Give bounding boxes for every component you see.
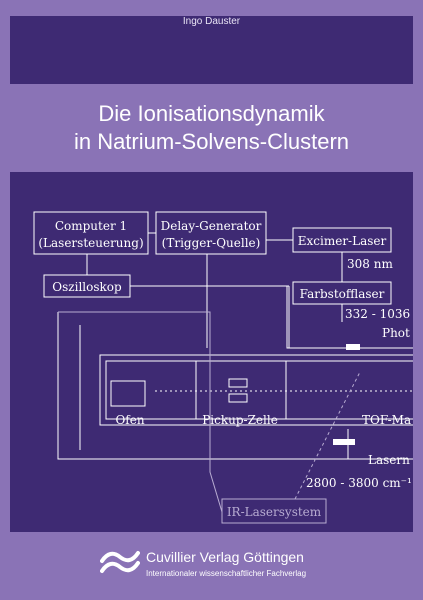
setup-diagram: Computer 1 (Lasersteuerung) Delay-Genera… — [10, 172, 413, 532]
ofen-label: Ofen — [115, 413, 144, 427]
oszilloskop-label: Oszilloskop — [52, 280, 122, 294]
photodiode-mark — [346, 344, 360, 350]
pickup-label: Pickup-Zelle — [202, 413, 278, 427]
computer-label-2: (Lasersteuerung) — [38, 236, 143, 250]
author-name: Ingo Dauster — [182, 16, 241, 27]
laser-mark — [333, 439, 355, 445]
tof-label: TOF-Ma — [362, 413, 411, 427]
computer-label-1: Computer 1 — [55, 219, 127, 233]
vacuum-chamber — [99, 354, 413, 426]
oven-box — [110, 380, 146, 407]
delay-label-2: (Trigger-Quelle) — [162, 236, 261, 250]
range-332-label: 332 - 1036 — [345, 307, 410, 321]
title-line-1: Die Ionisationsdynamik — [98, 101, 325, 126]
phot-label: Phot — [382, 326, 410, 340]
farbstofflaser-label: Farbstofflaser — [300, 287, 385, 301]
lasern-label: Lasern — [368, 453, 410, 467]
excimer-label: Excimer-Laser — [298, 234, 387, 248]
publisher-name: Cuvillier Verlag Göttingen — [146, 549, 304, 565]
publisher-logo-icon — [100, 551, 140, 573]
ir-range-label: 2800 - 3800 cm⁻¹ — [306, 476, 412, 490]
ir-laser-label: IR-Lasersystem — [227, 505, 322, 519]
publisher-subtitle: Internationaler wissenschaftlicher Fachv… — [146, 569, 307, 578]
top-band — [10, 16, 413, 84]
publisher-block: Cuvillier Verlag Göttingen International… — [100, 545, 400, 585]
delay-label-1: Delay-Generator — [161, 219, 262, 233]
wavelength-308-label: 308 nm — [347, 257, 393, 271]
title-line-2: in Natrium-Solvens-Clustern — [73, 129, 350, 154]
setup-diagram-svg: Computer 1 (Lasersteuerung) Delay-Genera… — [33, 211, 413, 524]
book-title: Die Ionisationsdynamik in Natrium-Solven… — [0, 100, 423, 156]
